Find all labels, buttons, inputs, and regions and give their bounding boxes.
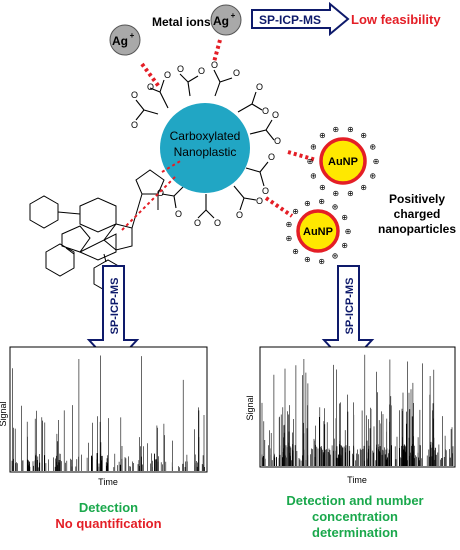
nanoparticles-label: nanoparticles (378, 222, 456, 236)
charge-symbol: ⊕ (319, 131, 326, 140)
aunp-label: AuNP (328, 156, 358, 168)
molecule-interaction-dashes (121, 159, 183, 231)
charge-symbol: ⊕ (310, 171, 317, 180)
left-caption-line2: No quantification (55, 516, 162, 531)
arrow-right-label: SP-ICP-MS (344, 278, 356, 335)
charge-symbol: ⊕ (310, 143, 317, 152)
svg-text:O: O (211, 60, 218, 70)
charge-symbol: ⊕ (318, 257, 325, 266)
charge-symbol: ⊕ (332, 125, 339, 134)
charge-symbol: ⊕ (304, 199, 311, 208)
charge-symbol: ⊕ (369, 143, 376, 152)
right-plot-y-label: Signal (245, 395, 255, 420)
svg-text:O: O (268, 152, 275, 162)
charge-symbol: ⊕ (360, 131, 367, 140)
arrow-left-label: SP-ICP-MS (109, 278, 121, 335)
left-plot-y-label: Signal (0, 401, 8, 426)
charge-symbol: ⊕ (345, 227, 352, 236)
ion-interaction-dashes (140, 39, 222, 90)
charge-symbol: ⊕ (319, 183, 326, 192)
carboxyl-groups (135, 69, 275, 219)
right-caption-line3: determination (312, 525, 398, 540)
aunp-particle-lower: AuNP ⊕⊕⊕⊕⊕⊕⊕⊕⊕⊕⊕⊕⊕ (286, 197, 352, 266)
charged-label: charged (394, 207, 441, 221)
charge-symbol: ⊕ (341, 213, 348, 222)
charge-symbol: ⊕ (347, 125, 354, 134)
right-caption-line1: Detection and number (286, 493, 424, 508)
charge-symbol: ⊕ (332, 202, 339, 211)
metal-ions-label: Metal ions (152, 15, 211, 29)
svg-text:O: O (256, 82, 263, 92)
svg-text:O: O (177, 64, 184, 74)
right-caption: Detection and number concentration deter… (250, 493, 460, 541)
ion-charge: + (130, 31, 135, 40)
left-plot-signal (11, 355, 205, 471)
silver-ion-left: Ag + (109, 24, 141, 56)
svg-text:O: O (262, 106, 269, 116)
svg-text:O: O (233, 68, 240, 78)
charge-symbol: ⊕ (304, 255, 311, 264)
right-plot-signal (261, 354, 454, 466)
svg-text:O: O (262, 186, 269, 196)
positively-label: Positively (389, 192, 445, 206)
charge-symbol: ⊕ (360, 183, 367, 192)
left-caption-line1: Detection (78, 500, 139, 515)
charge-symbol: ⊕ (318, 197, 325, 206)
charge-symbol: ⊕ (292, 247, 299, 256)
ion-label: Ag (112, 34, 128, 48)
silver-ion-right: Ag + (210, 4, 242, 36)
nanoplastic-label-line1: Carboxylated (170, 129, 241, 143)
charge-symbol: ⊕ (286, 220, 293, 229)
svg-text:O: O (236, 210, 243, 220)
aunp-particle-upper: AuNP ⊕⊕⊕⊕⊕⊕⊕⊕⊕⊕⊕⊕⊕⊕ (307, 125, 380, 198)
aunp-interaction-dashes (264, 150, 317, 218)
svg-text:O: O (157, 188, 164, 198)
aunp-label: AuNP (303, 226, 333, 238)
nanoplastic-sphere (160, 103, 250, 193)
charge-symbol: ⊕ (332, 189, 339, 198)
charge-symbol: ⊕ (286, 234, 293, 243)
charge-symbol: ⊕ (341, 241, 348, 250)
low-feasibility-label: Low feasibility (351, 12, 441, 27)
svg-text:O: O (131, 90, 138, 100)
ion-label: Ag (213, 14, 229, 28)
svg-text:O: O (194, 218, 201, 228)
right-caption-line2: concentration (312, 509, 398, 524)
left-caption: Detection No quantification (10, 500, 207, 532)
svg-text:O: O (131, 120, 138, 130)
charge-symbol: ⊕ (292, 207, 299, 216)
charge-symbol: ⊕ (373, 157, 380, 166)
phthalocyanine-molecule (29, 169, 165, 293)
method-label: SP-ICP-MS (259, 13, 321, 27)
left-plot-x-label: Time (98, 477, 118, 487)
svg-text:O: O (274, 136, 281, 146)
charge-symbol: ⊕ (307, 157, 314, 166)
svg-text:O: O (256, 196, 263, 206)
right-plot-x-label: Time (347, 475, 367, 485)
svg-text:O: O (272, 110, 279, 120)
svg-text:O: O (175, 209, 182, 219)
charge-symbol: ⊕ (332, 252, 339, 261)
nanoplastic-label-line2: Nanoplastic (174, 145, 237, 159)
charge-symbol: ⊕ (369, 171, 376, 180)
svg-text:O: O (147, 82, 154, 92)
svg-text:O: O (198, 66, 205, 76)
ion-charge: + (231, 11, 236, 20)
charge-symbol: ⊕ (347, 189, 354, 198)
svg-text:O: O (164, 70, 171, 80)
method-arrow-top: SP-ICP-MS (251, 1, 350, 37)
right-plot: Signal Time (245, 346, 456, 485)
svg-text:O: O (214, 218, 221, 228)
left-plot: Signal Time (0, 346, 208, 487)
